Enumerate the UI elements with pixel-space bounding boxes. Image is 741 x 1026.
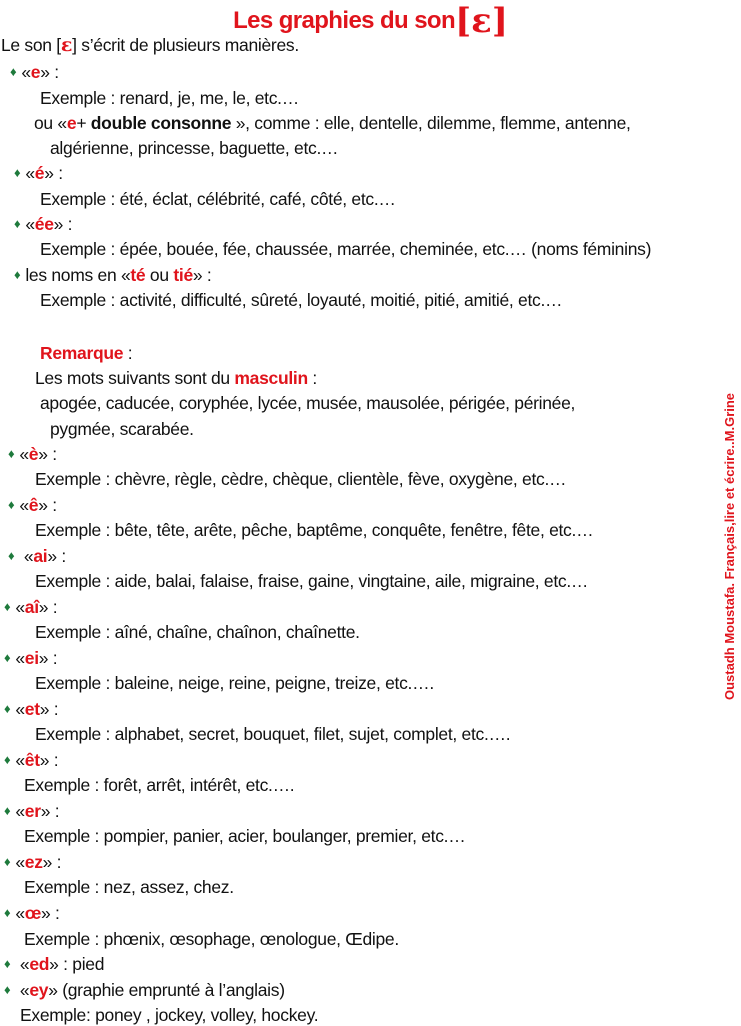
diamond-bullet-icon: ♦ <box>8 497 15 512</box>
title-symbol: [ɛ] <box>455 1 508 41</box>
ed-post: » : pied <box>49 954 105 974</box>
example-line: Exemple : chèvre, règle, cèdre, chèque, … <box>35 469 567 489</box>
example-line: Exemple: poney , jockey, volley, hockey. <box>20 1005 319 1025</box>
graphie-ei-heading: ♦«ei» : <box>4 648 58 668</box>
intro-line: Le son [ɛ] s’écrit de plusieurs manières… <box>1 34 299 56</box>
diamond-bullet-icon: ♦ <box>4 956 11 971</box>
remarque-heading: Remarque : <box>40 342 133 364</box>
remarque-post: : <box>307 368 317 388</box>
graphie-label: ed <box>29 954 50 974</box>
te-post: » : <box>192 265 212 285</box>
graphie-ez-heading: ♦«ez» : <box>4 852 62 872</box>
example-line: Exemple : alphabet, secret, bouquet, fil… <box>35 724 511 744</box>
graphie-label: êt <box>24 750 40 770</box>
title-symbol-char: ɛ <box>471 1 492 41</box>
diamond-bullet-icon: ♦ <box>14 165 21 180</box>
example-line: Exemple : bête, tête, arête, pêche, bapt… <box>35 520 594 540</box>
diamond-bullet-icon: ♦ <box>4 599 11 614</box>
ou-post: », comme : elle, dentelle, dilemme, flem… <box>231 113 631 133</box>
intro-post: ] s’écrit de plusieurs manières. <box>72 35 299 55</box>
graphie-ee-heading: ♦«ée» : <box>14 214 73 234</box>
example-line: Exemple : nez, assez, chez. <box>24 877 234 897</box>
diamond-bullet-icon: ♦ <box>4 854 11 869</box>
title-text: Les graphies du son <box>233 7 456 34</box>
intro-pre: Le son [ <box>1 35 61 55</box>
example-line: Exemple : pompier, panier, acier, boulan… <box>24 826 466 846</box>
graphie-label: é <box>34 163 45 183</box>
example-line: Exemple : épée, bouée, fée, chaussée, ma… <box>40 239 652 259</box>
remarque-words-line: pygmée, scarabée. <box>50 419 194 439</box>
graphie-et-heading: ♦«et» : <box>4 699 59 719</box>
graphie-label: ai <box>33 546 48 566</box>
example-line: Exemple : activité, difficulté, sûreté, … <box>40 290 563 310</box>
example-line: Exemple : renard, je, me, le, etc.… <box>40 88 299 108</box>
example-line: Exemple : été, éclat, célébrité, café, c… <box>40 189 396 209</box>
graphie-label: ée <box>34 214 54 234</box>
double-consonne-bold: double consonne <box>90 113 232 133</box>
diamond-bullet-icon: ♦ <box>10 64 17 79</box>
te-pre: les noms en « <box>25 265 131 285</box>
remarque-pre: Les mots suivants sont du <box>35 368 235 388</box>
diamond-bullet-icon: ♦ <box>14 267 21 282</box>
graphie-label: et <box>24 699 40 719</box>
author-credit: Oustadh Moustafa. Français,lire et écrir… <box>722 392 737 700</box>
graphie-label: e <box>66 113 77 133</box>
plus-sign: + <box>76 113 91 133</box>
example-line: Exemple : aîné, chaîne, chaînon, chaînet… <box>35 622 360 642</box>
masculin-label: masculin <box>234 368 308 388</box>
graphie-label: ê <box>28 495 39 515</box>
graphie-et-circ-heading: ♦«êt» : <box>4 750 59 770</box>
graphie-label: è <box>28 444 39 464</box>
graphie-ey-heading: ♦ «ey» (graphie emprunté à l’anglais) <box>4 980 285 1000</box>
diamond-bullet-icon: ♦ <box>4 752 11 767</box>
diamond-bullet-icon: ♦ <box>4 650 11 665</box>
example-line: Exemple : forêt, arrêt, intérêt, etc.…. <box>24 775 295 795</box>
double-consonne-line: ou «e+ double consonne », comme : elle, … <box>34 112 631 134</box>
graphie-e-circ-heading: ♦«ê» : <box>8 495 57 515</box>
intro-symbol: ɛ <box>60 34 73 56</box>
graphie-label: aî <box>24 597 39 617</box>
remarque-line: Les mots suivants sont du masculin : <box>35 367 317 389</box>
page-title: Les graphies du son[ɛ] <box>0 1 741 41</box>
graphie-label: ey <box>29 980 49 1000</box>
remarque-label: Remarque <box>40 343 124 363</box>
graphie-label: tié <box>173 265 193 285</box>
diamond-bullet-icon: ♦ <box>8 446 15 461</box>
diamond-bullet-icon: ♦ <box>4 982 11 997</box>
remarque-words-line: apogée, caducée, coryphée, lycée, musée,… <box>40 393 576 413</box>
example-line: Exemple : baleine, neige, reine, peigne,… <box>35 673 434 693</box>
example-continuation: algérienne, princesse, baguette, etc.… <box>50 138 339 158</box>
graphie-label: té <box>130 265 146 285</box>
diamond-bullet-icon: ♦ <box>4 803 11 818</box>
graphie-label: ei <box>24 648 39 668</box>
diamond-bullet-icon: ♦ <box>14 216 21 231</box>
graphie-er-heading: ♦«er» : <box>4 801 60 821</box>
ou-pre: ou « <box>34 113 67 133</box>
graphie-te-heading: ♦ les noms en «té ou tié» : <box>14 264 212 288</box>
ey-post: » (graphie emprunté à l’anglais) <box>48 980 285 1000</box>
te-ou: ou <box>145 265 174 285</box>
graphie-e-acute-heading: ♦«é» : <box>14 163 63 183</box>
graphie-ai-heading: ♦ «ai» : <box>8 546 66 566</box>
graphie-label: ez <box>24 852 43 872</box>
graphie-ed-line: ♦ «ed» : pied <box>4 954 105 974</box>
graphie-oe-heading: ♦«œ» : <box>4 903 60 923</box>
graphie-ai-circ-heading: ♦«aî» : <box>4 597 58 617</box>
graphie-label: er <box>24 801 41 821</box>
graphie-label: e <box>30 62 41 82</box>
remarque-colon: : <box>123 343 133 363</box>
diamond-bullet-icon: ♦ <box>8 548 15 563</box>
diamond-bullet-icon: ♦ <box>4 701 11 716</box>
example-line: Exemple : aide, balai, falaise, fraise, … <box>35 571 589 591</box>
graphie-e-heading: ♦«e» : <box>10 62 59 82</box>
graphie-e-grave-heading: ♦«è» : <box>8 444 57 464</box>
example-line: Exemple : phœnix, œsophage, œnologue, Œd… <box>24 929 399 949</box>
graphie-label: œ <box>24 903 42 923</box>
diamond-bullet-icon: ♦ <box>4 905 11 920</box>
